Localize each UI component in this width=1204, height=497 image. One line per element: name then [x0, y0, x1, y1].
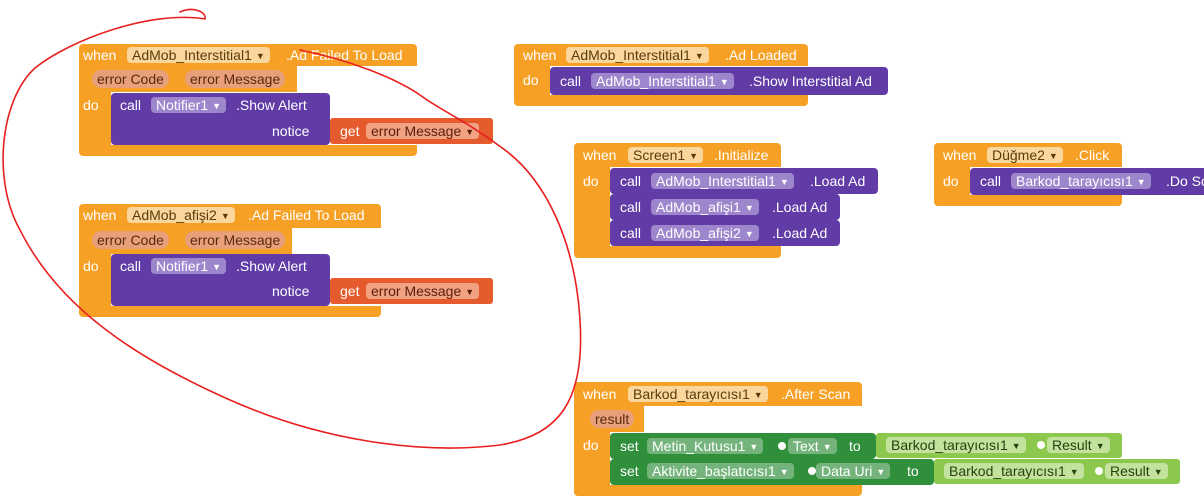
component-dropdown[interactable]: AdMob_Interstitial1▼: [591, 73, 734, 89]
chevron-down-icon: ▼: [749, 442, 759, 453]
separator-dot-icon: [778, 442, 786, 450]
notifier-dropdown[interactable]: Notifier1▼: [151, 258, 227, 274]
chevron-down-icon: ▼: [1011, 441, 1021, 452]
chevron-down-icon: ▼: [876, 467, 886, 478]
method-name: .Show Interstitial Ad: [749, 73, 872, 89]
when-keyword: when: [583, 147, 617, 163]
do-keyword: do: [583, 437, 599, 453]
when-keyword: when: [943, 147, 977, 163]
variable-dropdown[interactable]: error Message▼: [366, 283, 480, 299]
chevron-down-icon: ▼: [779, 177, 789, 188]
method-name: .Show Alert: [236, 97, 307, 113]
set-keyword: set: [620, 463, 639, 479]
arg-label: notice: [272, 283, 310, 299]
chevron-down-icon: ▼: [1153, 467, 1163, 478]
call-keyword: call: [620, 173, 642, 189]
component-dropdown[interactable]: AdMob_afişi2▼: [651, 225, 759, 241]
chevron-down-icon: ▼: [212, 101, 222, 112]
event-name: .Ad Failed To Load: [248, 207, 365, 223]
get-keyword: get: [340, 283, 360, 299]
event-name: .Click: [1075, 147, 1110, 163]
component-dropdown[interactable]: Metin_Kutusu1▼: [647, 438, 764, 454]
arg-label: notice: [272, 123, 310, 139]
chevron-down-icon: ▼: [465, 287, 475, 298]
separator-dot-icon: [1095, 467, 1103, 475]
component-dropdown[interactable]: AdMob_afişi2▼: [127, 207, 235, 223]
chevron-down-icon: ▼: [212, 262, 222, 273]
component-dropdown[interactable]: Barkod_tarayıcısı1▼: [944, 463, 1084, 479]
chevron-down-icon: ▼: [689, 151, 699, 162]
chevron-down-icon: ▼: [753, 390, 763, 401]
notifier-dropdown[interactable]: Notifier1▼: [151, 97, 227, 113]
chevron-down-icon: ▼: [1095, 441, 1105, 452]
property-dropdown[interactable]: Text▼: [788, 438, 837, 454]
component-dropdown[interactable]: Screen1▼: [628, 147, 704, 163]
component-dropdown[interactable]: Barkod_tarayıcısı1▼: [1011, 173, 1151, 189]
chevron-down-icon: ▼: [465, 127, 475, 138]
call-keyword: call: [120, 97, 142, 113]
method-name: .Load Ad: [772, 199, 828, 215]
component-dropdown[interactable]: Barkod_tarayıcısı1▼: [628, 386, 768, 402]
separator-dot-icon: [808, 467, 816, 475]
chevron-down-icon: ▼: [1069, 467, 1079, 478]
component-dropdown[interactable]: AdMob_Interstitial1▼: [127, 47, 270, 63]
variable-dropdown[interactable]: error Message▼: [366, 123, 480, 139]
when-keyword: when: [83, 47, 117, 63]
component-dropdown[interactable]: Barkod_tarayıcısı1▼: [886, 437, 1026, 453]
event-name: .Ad Failed To Load: [286, 47, 403, 63]
call-keyword: call: [620, 199, 642, 215]
event-name: .Initialize: [714, 147, 769, 163]
call-keyword: call: [980, 173, 1002, 189]
method-name: .Load Ad: [810, 173, 866, 189]
method-name: .Load Ad: [772, 225, 828, 241]
event-name: .After Scan: [781, 386, 851, 402]
chevron-down-icon: ▼: [1048, 151, 1058, 162]
component-dropdown[interactable]: Düğme2▼: [987, 147, 1063, 163]
set-keyword: set: [620, 438, 639, 454]
chevron-down-icon: ▼: [220, 211, 230, 222]
param-error-code[interactable]: error Code: [92, 231, 169, 249]
chevron-down-icon: ▼: [719, 77, 729, 88]
do-keyword: do: [943, 173, 959, 189]
component-dropdown[interactable]: AdMob_Interstitial1▼: [651, 173, 794, 189]
chevron-down-icon: ▼: [779, 467, 789, 478]
chevron-down-icon: ▼: [1136, 177, 1146, 188]
get-keyword: get: [340, 123, 360, 139]
when-keyword: when: [523, 47, 557, 63]
chevron-down-icon: ▼: [694, 51, 704, 62]
to-keyword: to: [849, 438, 861, 454]
param-error-message[interactable]: error Message: [185, 231, 286, 249]
chevron-down-icon: ▼: [744, 229, 754, 240]
event-name: .Ad Loaded: [725, 47, 797, 63]
param-error-message[interactable]: error Message: [185, 70, 286, 88]
component-dropdown[interactable]: AdMob_Interstitial1▼: [566, 47, 709, 63]
when-keyword: when: [583, 386, 617, 402]
chevron-down-icon: ▼: [255, 51, 265, 62]
do-keyword: do: [523, 72, 539, 88]
do-keyword: do: [83, 258, 99, 274]
property-dropdown[interactable]: Result▼: [1105, 463, 1168, 479]
to-keyword: to: [907, 463, 919, 479]
method-name: .Do Sc: [1166, 173, 1204, 189]
property-dropdown[interactable]: Result▼: [1047, 437, 1110, 453]
property-dropdown[interactable]: Data Uri▼: [816, 463, 891, 479]
call-keyword: call: [560, 73, 582, 89]
component-dropdown[interactable]: AdMob_afişi1▼: [651, 199, 759, 215]
call-keyword: call: [620, 225, 642, 241]
chevron-down-icon: ▼: [744, 203, 754, 214]
param-error-code[interactable]: error Code: [92, 70, 169, 88]
call-keyword: call: [120, 258, 142, 274]
separator-dot-icon: [1037, 441, 1045, 449]
do-keyword: do: [583, 173, 599, 189]
do-keyword: do: [83, 97, 99, 113]
component-dropdown[interactable]: Aktivite_başlatıcısı1▼: [647, 463, 794, 479]
chevron-down-icon: ▼: [822, 442, 832, 453]
when-keyword: when: [83, 207, 117, 223]
method-name: .Show Alert: [236, 258, 307, 274]
param-result[interactable]: result: [590, 410, 635, 428]
